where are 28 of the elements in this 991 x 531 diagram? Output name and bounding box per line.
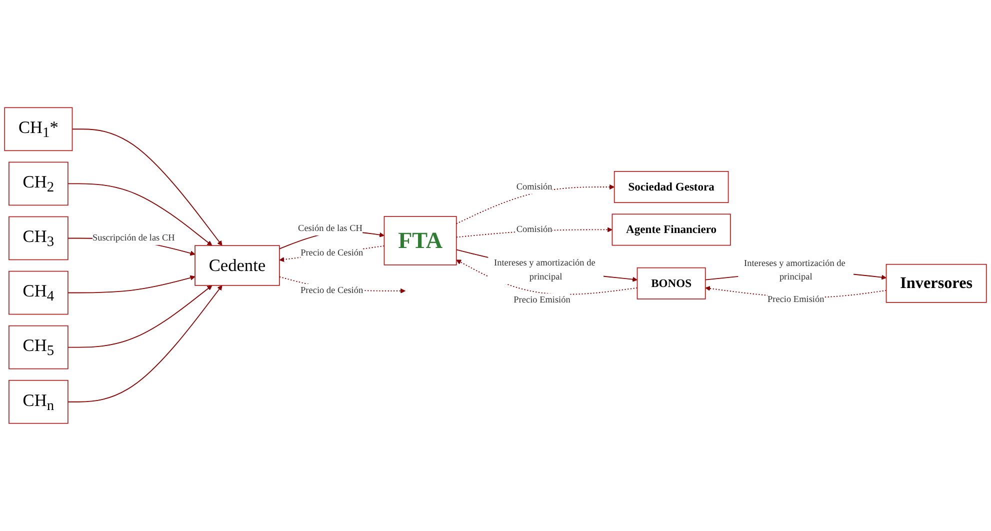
arrow [72,128,222,246]
node-box: FTA [384,216,457,266]
edge-label: Precio de Cesión [300,248,364,258]
edge-label: Precio Emisión [768,294,824,304]
node-box: Agente Financiero [612,214,731,246]
edge-label: Precio Emisión [514,295,570,306]
edge-label: Comisión [516,182,552,192]
arrow [67,285,222,402]
arrow [67,275,196,294]
node-box: Cedente [194,245,280,286]
arrow [67,183,212,246]
edge-label: Suscripción de las CH [92,233,175,243]
edge-label: Intereses y amortización de principal [744,258,846,282]
node-box: CH$_{n}$ [8,380,68,424]
node-box: Inversores [886,264,987,303]
node-box: CH$_{2}$ [8,162,68,206]
arrow [67,285,212,348]
node-box: CH$_{1}$* [4,107,73,152]
arrow [456,184,615,224]
edge-label: Precio de Cesión [300,286,364,296]
node-box: CH$_{4}$ [8,270,68,315]
node-box: CH$_{5}$ [8,325,68,370]
edge-label: Cesión de las CH [298,223,362,234]
node-box: CH$_{3}$ [8,216,68,260]
edge-label: Intereses y amortización de principal [494,258,596,282]
node-box: Sociedad Gestora [614,170,729,204]
node-box: BONOS [636,267,706,300]
edge-label: Comisión [516,224,552,234]
